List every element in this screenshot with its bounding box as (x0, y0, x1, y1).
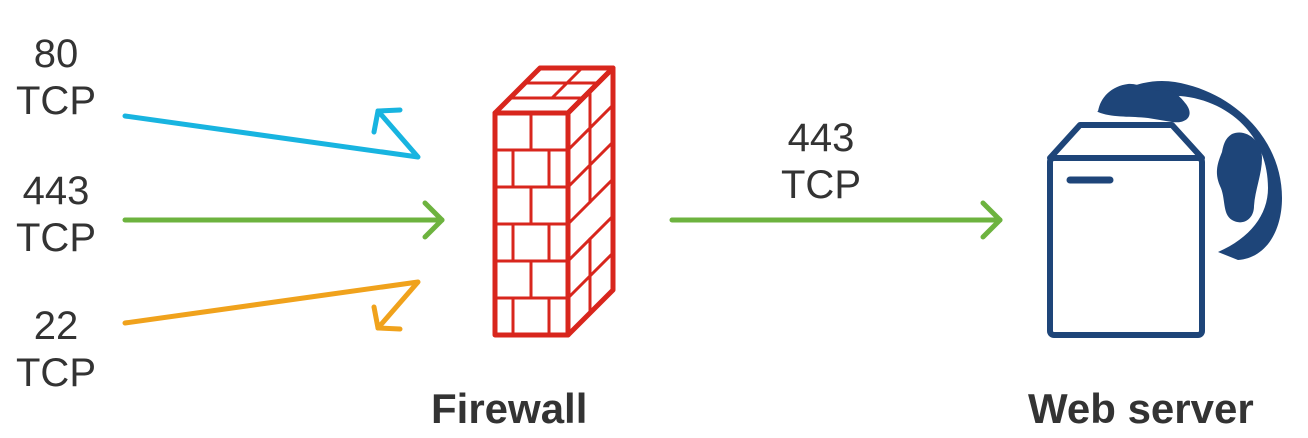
port-22-label: 22 TCP (0, 303, 126, 397)
outbound-arrow (669, 200, 1003, 240)
server-globe-icon (1047, 80, 1282, 338)
port-443-arrow (122, 200, 445, 240)
port-22-number: 22 (33, 304, 79, 348)
port-80-number: 80 (33, 32, 79, 76)
port-80-arrow-shaft (122, 108, 421, 160)
port-22-arrow-head (371, 304, 403, 332)
outbound-port-label: 443 TCP (751, 115, 891, 209)
port-443-label: 443 TCP (0, 168, 126, 262)
outbound-port-protocol: TCP (781, 163, 861, 208)
port-80-label: 80 TCP (0, 31, 126, 125)
port-22-arrow (122, 279, 421, 332)
outbound-arrow-head (980, 200, 1003, 240)
web-server-caption: Web server (1028, 385, 1254, 432)
port-22-protocol: TCP (16, 351, 96, 396)
port-443-protocol: TCP (16, 216, 96, 261)
outbound-port-number: 443 (787, 116, 855, 160)
globe-continent (1098, 83, 1190, 123)
globe-continent-2 (1216, 132, 1262, 223)
brick-wall-icon (492, 65, 616, 338)
port-443-number: 443 (22, 169, 90, 213)
port-80-protocol: TCP (16, 79, 96, 124)
port-22-arrow-shaft (122, 279, 421, 331)
port-80-arrow-head (371, 107, 403, 135)
port-80-arrow (122, 107, 421, 160)
firewall-caption: Firewall (431, 385, 588, 432)
port-443-arrow-head (422, 200, 445, 240)
